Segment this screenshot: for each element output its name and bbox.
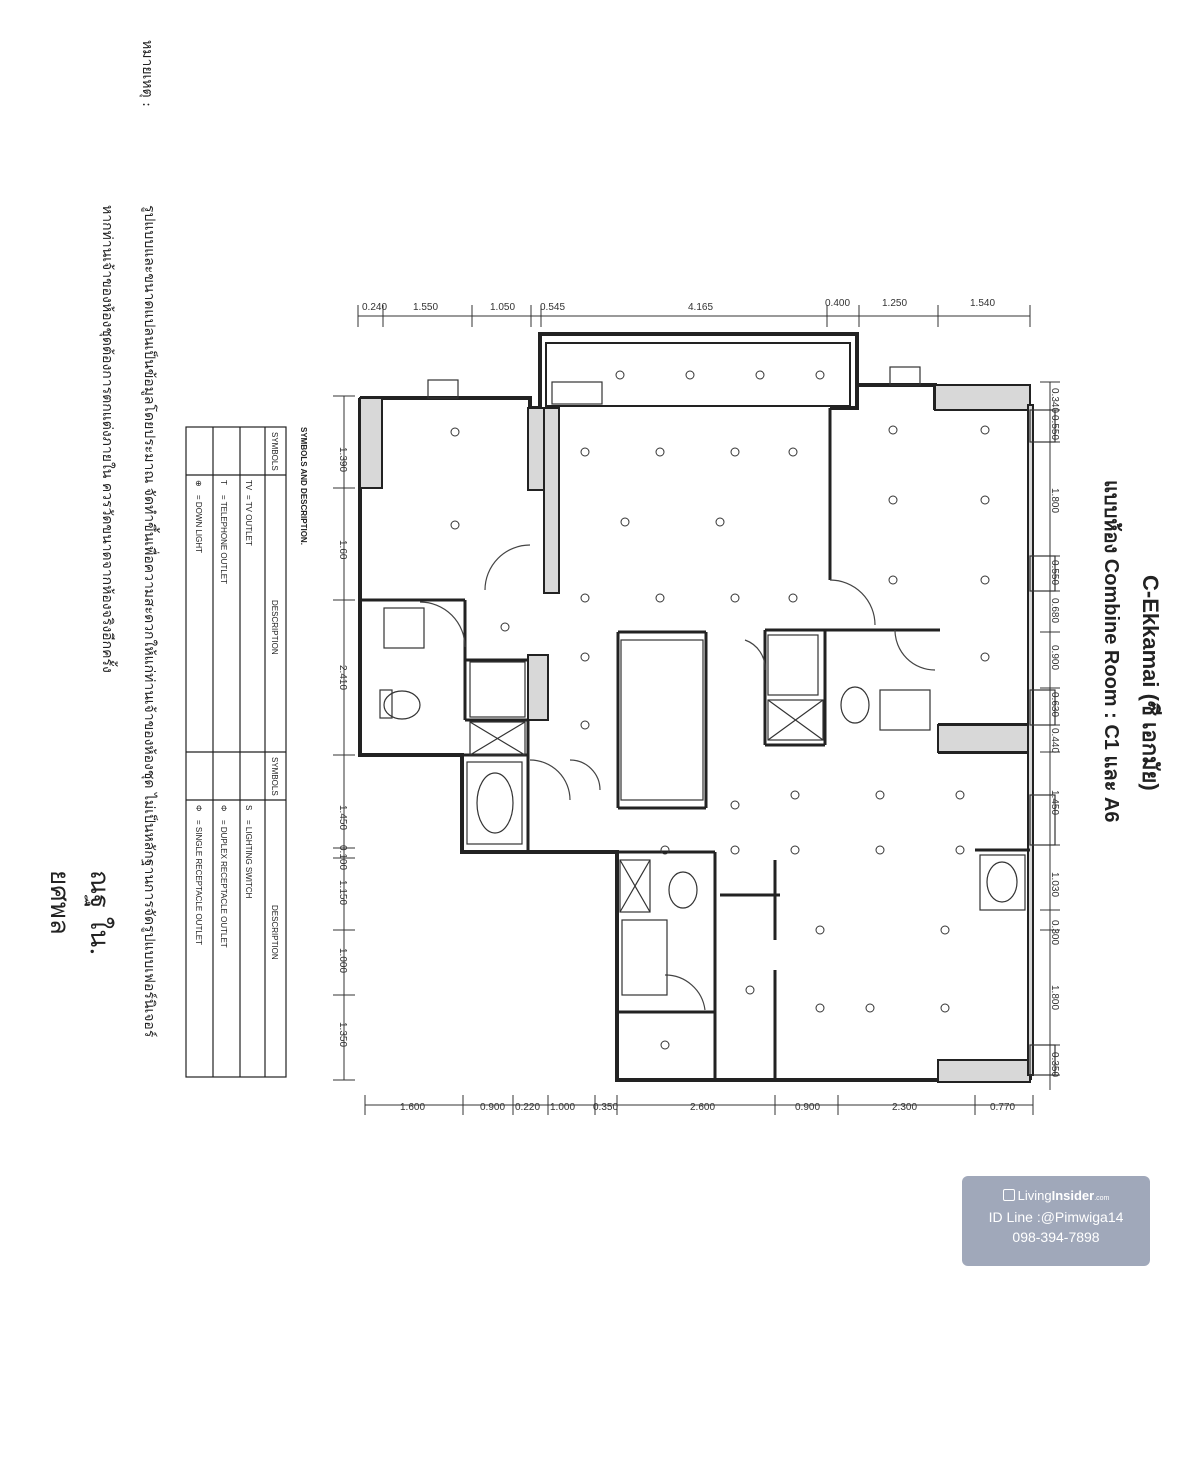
left-dimension-labels: 1.390 1.60 2.410 1.450 0.100 1.150 1.000…	[337, 447, 348, 1047]
structural-columns	[359, 384, 1034, 1083]
legend-desc-duplex: = DUPLEX RECEPTACLE OUTLET	[219, 820, 228, 948]
dim-bottom-5: 2.600	[690, 1102, 715, 1113]
dim-left-1: 1.60	[337, 540, 348, 560]
bottom-dimension-labels: 1.600 0.900 0.220 1.000 0.350 2.600 0.90…	[400, 1102, 1015, 1113]
legend-desc-single: = SINGLE RECEPTACLE OUTLET	[194, 820, 203, 945]
lighting-switch-icon: S	[244, 805, 253, 810]
bottom-dimension-line	[364, 1095, 1034, 1115]
dim-top-3: 0.545	[540, 302, 565, 313]
dim-right-2: 1.800	[1049, 488, 1060, 513]
watermark: LivingInsider.com ID Line :@Pimwiga14 09…	[962, 1176, 1150, 1266]
bathroom-fixtures	[379, 607, 1026, 996]
legend-col-desc-right: DESCRIPTION	[270, 905, 279, 960]
dim-right-5: 0.900	[1049, 645, 1060, 670]
dim-bottom-8: 0.770	[990, 1102, 1015, 1113]
dim-right-4: 0.680	[1049, 598, 1060, 623]
dim-bottom-1: 0.900	[480, 1102, 505, 1113]
dim-left-0: 1.390	[337, 447, 348, 472]
dim-top-4: 4.165	[688, 302, 713, 313]
dim-top-5: 0.400	[825, 298, 850, 309]
dim-top-1: 1.550	[413, 302, 438, 313]
watermark-line-id: ID Line :@Pimwiga14	[988, 1209, 1124, 1225]
windows	[427, 366, 1056, 1076]
dim-top-0: 0.240	[362, 302, 387, 313]
interior-walls	[360, 408, 1030, 1080]
watermark-brand: LivingInsider.com	[962, 1188, 1150, 1203]
legend-desc-telephone: = TELEPHONE OUTLET	[219, 495, 228, 584]
legend-desc-switch: = LIGHTING SWITCH	[244, 820, 253, 899]
dim-bottom-6: 0.900	[795, 1102, 820, 1113]
dim-left-3: 1.450	[337, 805, 348, 830]
dim-right-10: 0.300	[1049, 920, 1060, 945]
dim-left-7: 1.350	[337, 1022, 348, 1047]
balcony-planter	[551, 381, 603, 405]
top-dimension-line	[357, 305, 1031, 327]
duplex-receptacle-icon: Φ	[219, 805, 228, 811]
balcony	[545, 342, 851, 407]
left-dimension-line	[333, 395, 355, 1081]
legend-desc-tv: = TV OUTLET	[244, 495, 253, 546]
watermark-phone: 098-394-7898	[1012, 1229, 1100, 1245]
right-dimension-labels: 0.340 0.550 1.800 0.550 0.680 0.900 0.63…	[1049, 388, 1060, 1077]
dim-right-9: 1.030	[1049, 872, 1060, 897]
down-lights	[450, 370, 990, 1050]
living-insider-logo-icon	[1002, 1189, 1015, 1201]
dim-right-11: 1.800	[1049, 985, 1060, 1010]
dim-right-0: 0.340	[1049, 388, 1060, 413]
down-light-icon: ⊕	[194, 480, 203, 487]
legend-col-desc-left: DESCRIPTION	[270, 600, 279, 655]
dim-bottom-4: 0.350	[593, 1102, 618, 1113]
dim-bottom-7: 2.300	[892, 1102, 917, 1113]
dim-bottom-2: 0.220	[515, 1102, 540, 1113]
dim-bottom-3: 1.000	[550, 1102, 575, 1113]
dim-top-2: 1.050	[490, 302, 515, 313]
door-swings	[419, 544, 936, 1011]
telephone-outlet-icon: T	[219, 480, 228, 485]
legend-desc-downlight: = DOWN LIGHT	[194, 495, 203, 553]
legend-text: SYMBOLS AND DESCRIPTION. SYMBOLS DESCRIP…	[194, 427, 308, 960]
tv-outlet-icon: TV	[244, 480, 253, 491]
dim-left-4: 0.100	[337, 845, 348, 870]
dim-left-2: 2.410	[337, 665, 348, 690]
legend-col-symbols-left: SYMBOLS	[270, 432, 279, 471]
single-receptacle-icon: Φ	[194, 805, 203, 811]
dim-top-7: 1.540	[970, 298, 995, 309]
dim-bottom-0: 1.600	[400, 1102, 425, 1113]
dim-right-7: 0.440	[1049, 728, 1060, 753]
legend-heading: SYMBOLS AND DESCRIPTION.	[299, 427, 308, 545]
legend-table	[185, 426, 287, 1078]
top-dimension-labels: 0.240 1.550 1.050 0.545 4.165 0.400 1.25…	[362, 298, 995, 313]
dim-top-6: 1.250	[882, 298, 907, 309]
legend-col-symbols-right: SYMBOLS	[270, 757, 279, 796]
dim-left-6: 1.000	[337, 948, 348, 973]
dim-left-5: 1.150	[337, 880, 348, 905]
